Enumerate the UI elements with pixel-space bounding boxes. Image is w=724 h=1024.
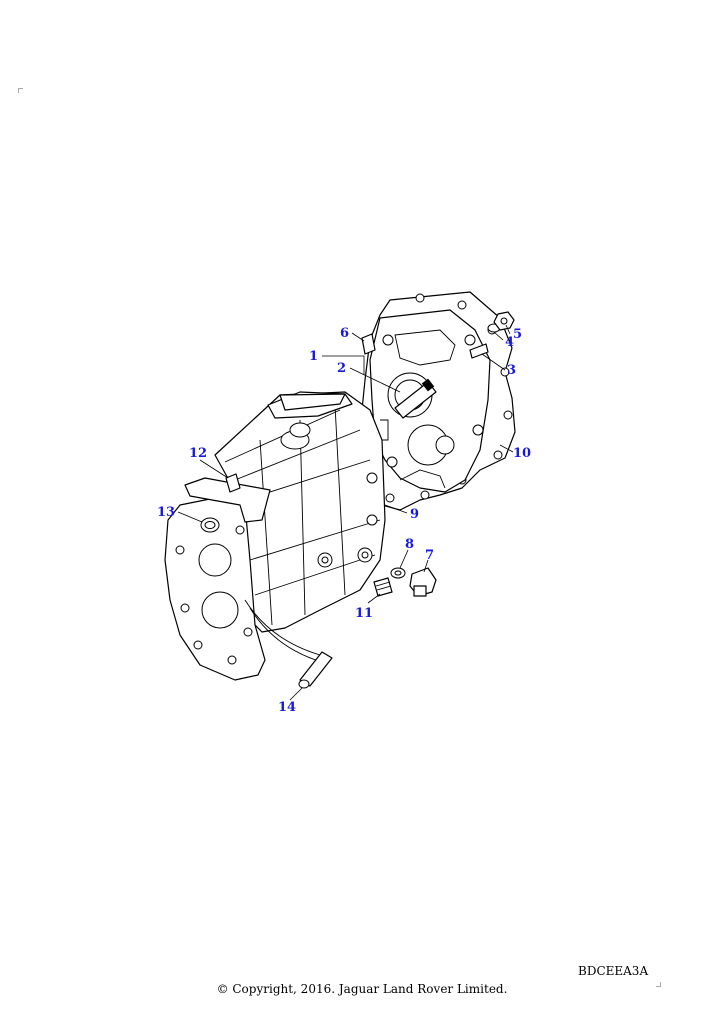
callout-labels: 1 2 3 4 5 6 7 8 9 10 11 12 13 14 — [157, 326, 531, 715]
callout-13: 13 — [157, 505, 175, 520]
callout-6: 6 — [340, 326, 349, 341]
nut-part-5[interactable] — [493, 311, 515, 331]
leader-lines — [177, 324, 514, 701]
drawing-reference-code: BDCEEA3A — [578, 964, 649, 978]
dowel-part-2[interactable] — [394, 378, 437, 419]
bush-part-13[interactable] — [200, 517, 220, 533]
callout-1: 1 — [309, 349, 318, 364]
callout-8: 8 — [405, 537, 414, 552]
copyright-notice: © Copyright, 2016. Jaguar Land Rover Lim… — [216, 982, 508, 996]
callout-9: 9 — [410, 507, 419, 522]
callout-12: 12 — [189, 446, 207, 461]
breather-part-12[interactable] — [225, 473, 241, 493]
plug-part-7[interactable] — [409, 567, 437, 597]
stud-part-6[interactable] — [361, 333, 376, 355]
breather-pipe-part-14[interactable] — [298, 651, 333, 689]
plug-part-11[interactable] — [373, 577, 393, 597]
crop-mark-top-left — [18, 88, 23, 93]
callout-14: 14 — [278, 700, 296, 715]
washer-part-8[interactable] — [390, 567, 406, 579]
callout-7: 7 — [425, 548, 434, 563]
rear-housing-part-10[interactable] — [369, 309, 491, 493]
callout-11: 11 — [355, 606, 373, 621]
callout-5: 5 — [513, 327, 522, 342]
callout-3: 3 — [507, 363, 516, 378]
callout-10: 10 — [513, 446, 531, 461]
callout-2: 2 — [337, 361, 346, 376]
stud-part-3[interactable] — [469, 343, 489, 359]
gearbox-casing-part-1[interactable] — [164, 391, 386, 681]
callout-4: 4 — [505, 335, 514, 350]
